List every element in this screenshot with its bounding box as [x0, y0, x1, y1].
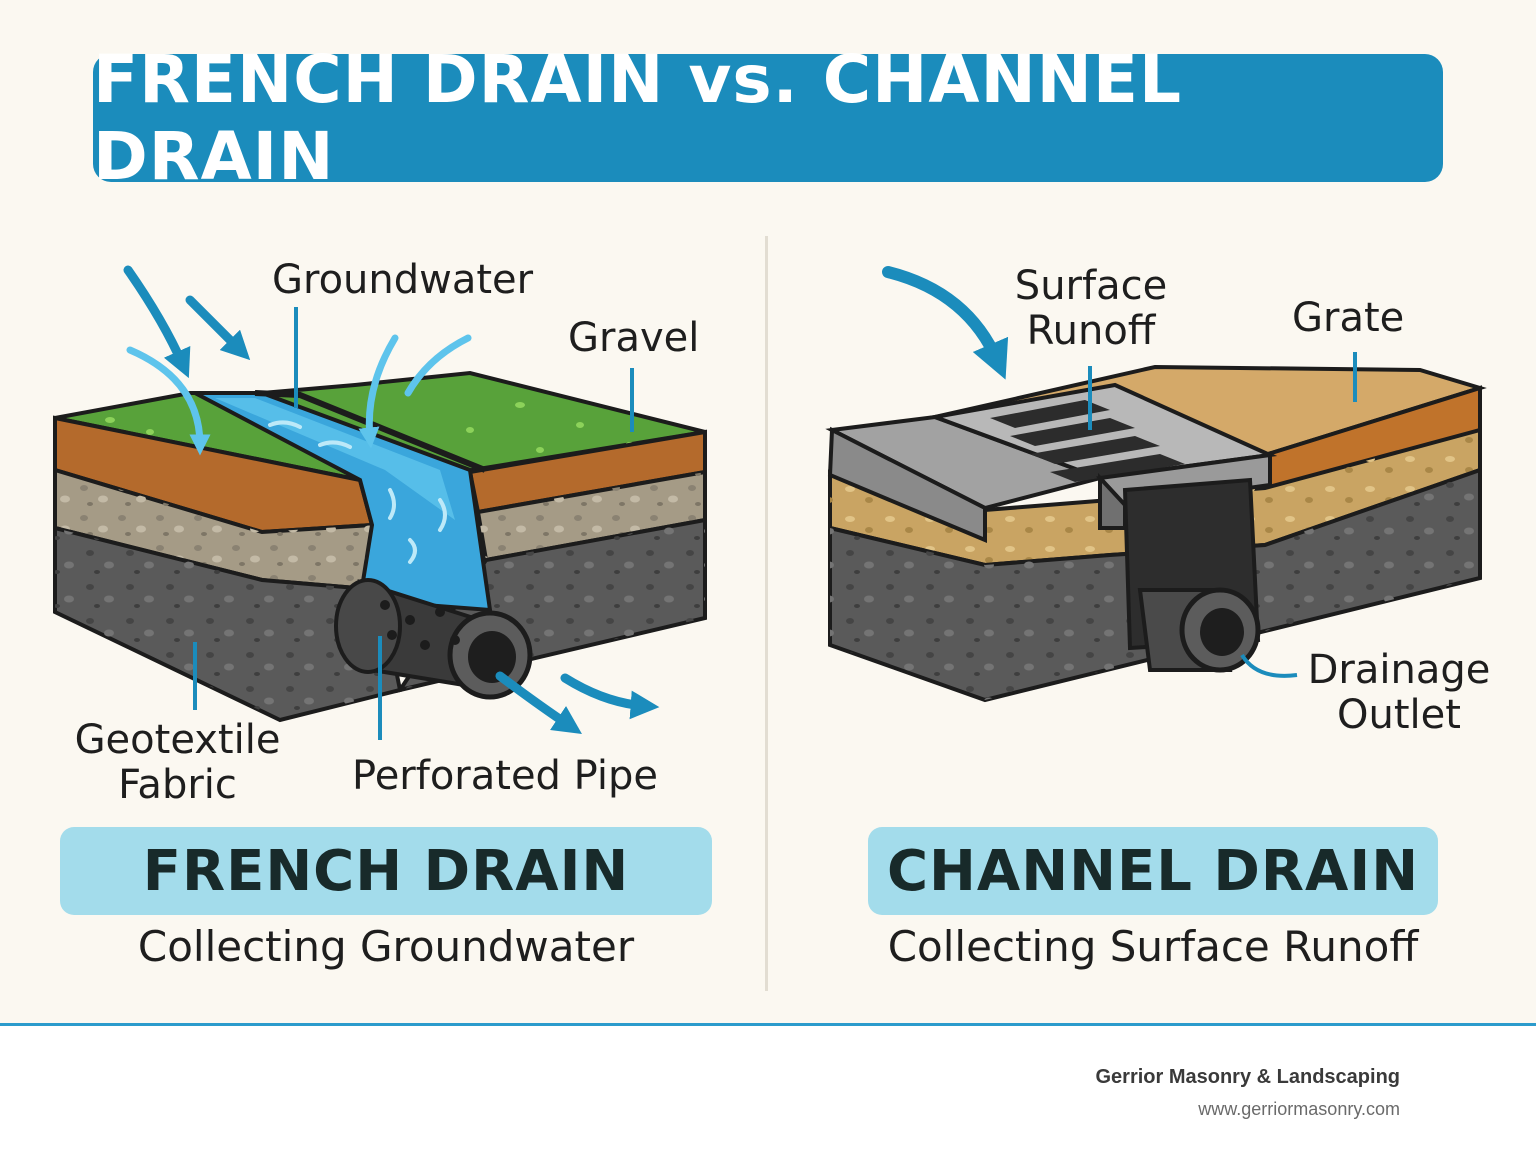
- footer-divider: [0, 1023, 1536, 1026]
- page-title: FRENCH DRAIN vs. CHANNEL DRAIN: [93, 41, 1183, 195]
- french-caption-box: FRENCH DRAIN: [60, 827, 712, 915]
- footer: [0, 1026, 1536, 1154]
- label-perforated-pipe: Perforated Pipe: [352, 753, 659, 799]
- label-gravel: Gravel: [568, 315, 700, 361]
- label-surface-line2: Runoff: [1026, 307, 1156, 354]
- channel-drain-illustration: [825, 266, 1487, 703]
- brand-name: Gerrior Masonry & Landscaping: [1095, 1066, 1400, 1088]
- label-outlet-line2: Outlet: [1337, 691, 1461, 738]
- title-banner: FRENCH DRAIN vs. CHANNEL DRAIN: [93, 41, 1443, 195]
- label-geotextile-line2: Fabric: [118, 761, 237, 808]
- label-geotextile-fabric: Geotextile Fabric: [70, 718, 285, 808]
- label-groundwater: Groundwater: [272, 257, 534, 303]
- label-surface-runoff: Surface Runoff: [1002, 264, 1180, 354]
- center-divider: [765, 236, 768, 991]
- label-outlet-line1: Drainage: [1307, 647, 1491, 693]
- label-grate: Grate: [1292, 295, 1405, 341]
- label-surface-line1: Surface: [1014, 263, 1168, 309]
- channel-caption-title: CHANNEL DRAIN: [886, 838, 1420, 904]
- channel-caption-subtitle: Collecting Surface Runoff: [887, 922, 1419, 971]
- label-drainage-outlet: Drainage Outlet: [1305, 648, 1493, 738]
- french-drain-illustration: [53, 265, 707, 740]
- label-geotextile-line1: Geotextile: [74, 717, 281, 763]
- brand-url[interactable]: www.gerriormasonry.com: [1198, 1099, 1400, 1119]
- channel-caption-box: CHANNEL DRAIN: [868, 827, 1438, 915]
- french-caption-title: FRENCH DRAIN: [142, 838, 630, 904]
- french-caption-subtitle: Collecting Groundwater: [137, 922, 635, 971]
